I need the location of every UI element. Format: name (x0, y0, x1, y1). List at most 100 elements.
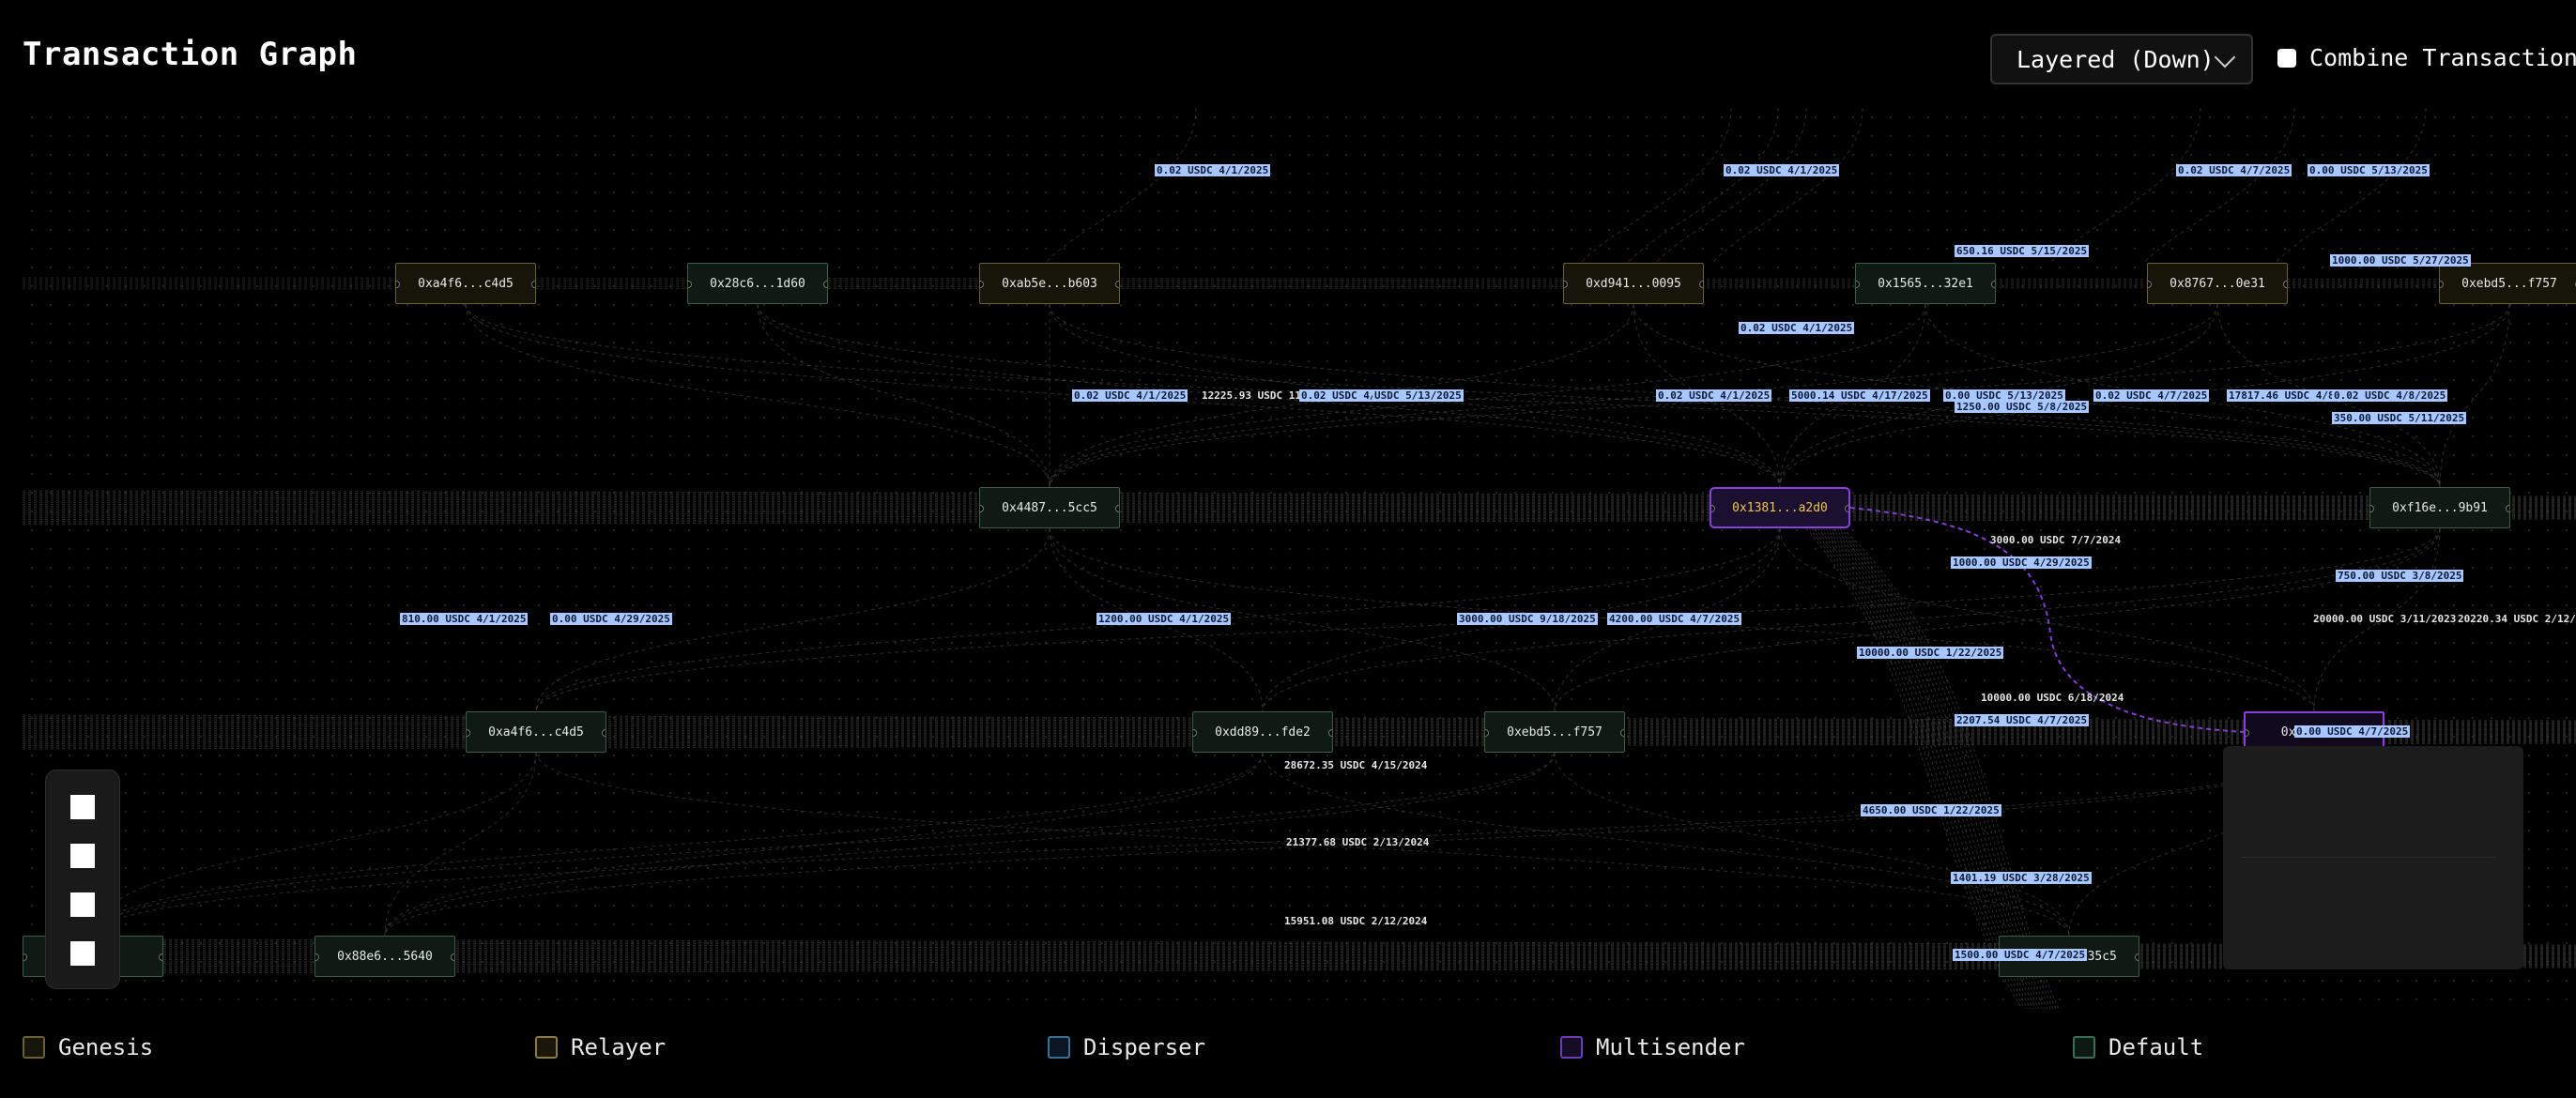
graph-node[interactable]: 0xab5e...b603 (979, 263, 1120, 304)
edge-label: 1500.00 USDC 4/7/2025 (1953, 949, 2088, 961)
graph-edge (1655, 108, 1807, 264)
graph-edge (1831, 527, 2048, 1010)
graph-edge (92, 752, 2315, 937)
graph-edge (1836, 527, 2054, 1010)
lock-icon[interactable] (70, 941, 95, 966)
combine-transactions-checkbox[interactable] (2277, 49, 2296, 68)
graph-edge (1822, 527, 2040, 1010)
graph-edge (1049, 303, 1926, 488)
graph-node[interactable]: 0xa4f6...c4d5 (395, 263, 536, 304)
edge-label: 1200.00 USDC 4/1/2025 (1096, 613, 1232, 625)
edge-label: 5000.14 USDC 4/17/2025 (1789, 389, 1930, 402)
graph-edge (1711, 108, 1863, 264)
graph-edge (1049, 303, 1781, 488)
edge-label: 20220.34 USDC 2/12/2024 (2458, 613, 2576, 625)
graph-node-selected[interactable]: 0x1381...a2d0 (1710, 487, 1850, 528)
graph-edge (1808, 527, 2026, 1010)
edge-label: 1250.00 USDC 5/8/2025 (1955, 401, 2090, 413)
edge-label: 810.00 USDC 4/1/2025 (400, 613, 529, 625)
legend-item-multisender: Multisender (1560, 1034, 1745, 1060)
legend-item-genesis: Genesis (23, 1034, 153, 1060)
graph-edge (1049, 527, 1556, 712)
graph-edge (1049, 303, 2218, 488)
graph-edge (465, 303, 1781, 488)
edge-label: 0.02 USDC 4/7/2025 (2176, 164, 2292, 176)
edge-label: 0.00 USDC 5/13/2025 (1943, 389, 2065, 402)
edge-label: 0.00 USDC 4/7/2025 (2294, 725, 2411, 738)
graph-node[interactable]: 0xdd89...fde2 (1192, 711, 1333, 753)
graph-edge (1825, 527, 2043, 1010)
graph-node[interactable]: 0x8767...0e31 (2147, 263, 2288, 304)
legend-swatch (535, 1036, 558, 1059)
fit-view-icon[interactable] (70, 892, 95, 917)
graph-edge (384, 752, 537, 937)
graph-node[interactable]: 0x1565...32e1 (1855, 263, 1996, 304)
graph-edge (2439, 303, 2510, 488)
edge-label: 0.02 USDC 4/1/2025 (1072, 389, 1188, 402)
graph-edge (2275, 108, 2427, 264)
legend-swatch (1560, 1036, 1583, 1059)
layout-select-value: Layered (Down) (2016, 45, 2215, 73)
edge-label: 4200.00 USDC 4/7/2025 (1607, 613, 1742, 625)
graph-edge (1779, 527, 2315, 712)
graph-node[interactable]: 0xebd5...f757 (2439, 263, 2576, 304)
edge-label: 28672.35 USDC 4/15/2024 (1284, 759, 1428, 771)
edge-label: USDC 5/13/2025 (1372, 389, 1464, 402)
edge-label: 1000.00 USDC 5/27/2025 (2330, 254, 2471, 267)
legend-swatch (2073, 1036, 2095, 1059)
edge-label: 0.02 USDC 4/1/2025 (1739, 322, 1855, 334)
graph-edge (757, 303, 2441, 488)
edge-label: 20000.00 USDC 3/11/2023 (2313, 613, 2457, 625)
edge-label: 350.00 USDC 5/11/2025 (2332, 412, 2467, 424)
minus-icon[interactable] (70, 844, 95, 868)
edge-label: 0.02 USDC 4/1/2025 (1656, 389, 1772, 402)
graph-edge (2216, 303, 2441, 488)
graph-node[interactable]: 0x4487...5cc5 (979, 487, 1120, 528)
edge-label: 21377.68 USDC 2/13/2024 (1286, 836, 1430, 848)
graph-edge (1805, 527, 2023, 1010)
edge-label: 1000.00 USDC 4/29/2025 (1951, 557, 2092, 569)
legend-label: Genesis (58, 1034, 154, 1060)
minimap-edge (2242, 857, 2495, 858)
edge-label: 0.02 USDC 4/1/2025 (1724, 164, 1840, 176)
graph-node[interactable]: 0xebd5...f757 (1484, 711, 1625, 753)
legend-label: Multisender (1596, 1034, 1745, 1060)
minimap[interactable] (2223, 746, 2523, 969)
edge-label: 10000.00 USDC 6/18/2024 (1981, 692, 2124, 704)
edge-label: 0.02 USDC 4/8/2025 (2332, 389, 2448, 402)
graph-edge (23, 508, 2576, 511)
graph-edge (465, 303, 1050, 488)
legend-swatch (1048, 1036, 1070, 1059)
edge-label: 4650.00 USDC 1/22/2025 (1861, 804, 2001, 816)
legend-label: Relayer (571, 1034, 667, 1060)
graph-edge (92, 752, 537, 937)
edge-label: 750.00 USDC 3/8/2025 (2336, 570, 2464, 582)
graph-edge (92, 752, 1264, 937)
graph-edge (1627, 108, 1779, 264)
graph-node[interactable]: 0xd941...0095 (1563, 263, 1704, 304)
graph-node[interactable]: 0x88e6...5640 (314, 936, 455, 977)
graph-node[interactable]: 0xf16e...9b91 (2369, 487, 2510, 528)
graph-node[interactable]: 0x28c6...1d60 (687, 263, 828, 304)
graph-canvas[interactable]: 0xa4f6...c4d5 0x28c6...1d60 0xab5e...b60… (23, 108, 2576, 1014)
graph-node[interactable]: 0xa4f6...c4d5 (466, 711, 606, 753)
graph-edge (384, 752, 1556, 937)
graph-edge (1779, 303, 1926, 488)
chevron-down-icon (2214, 46, 2236, 69)
graph-edge (1580, 108, 1732, 264)
plus-icon[interactable] (70, 795, 95, 819)
graph-edge (1045, 108, 1197, 264)
edge-label: 2207.54 USDC 4/7/2025 (1955, 714, 2090, 726)
graph-edge (757, 303, 1781, 488)
edge-label: 1401.19 USDC 3/28/2025 (1951, 872, 2092, 884)
edge-label: 3000.00 USDC 9/18/2025 (1457, 613, 1598, 625)
graph-edge (2068, 752, 2315, 937)
page-title: Transaction Graph (23, 36, 358, 73)
graph-edge (1262, 752, 2070, 937)
graph-edge (1779, 303, 2510, 488)
layout-select[interactable]: Layered (Down) (1990, 34, 2253, 84)
edge-label: 15951.08 USDC 2/12/2024 (1284, 915, 1428, 927)
edge-label: 0.02 USDC 4/7/2025 (2093, 389, 2210, 402)
legend-label: Disperser (1083, 1034, 1206, 1060)
combine-transactions-label: Combine Transactions (2309, 44, 2576, 71)
